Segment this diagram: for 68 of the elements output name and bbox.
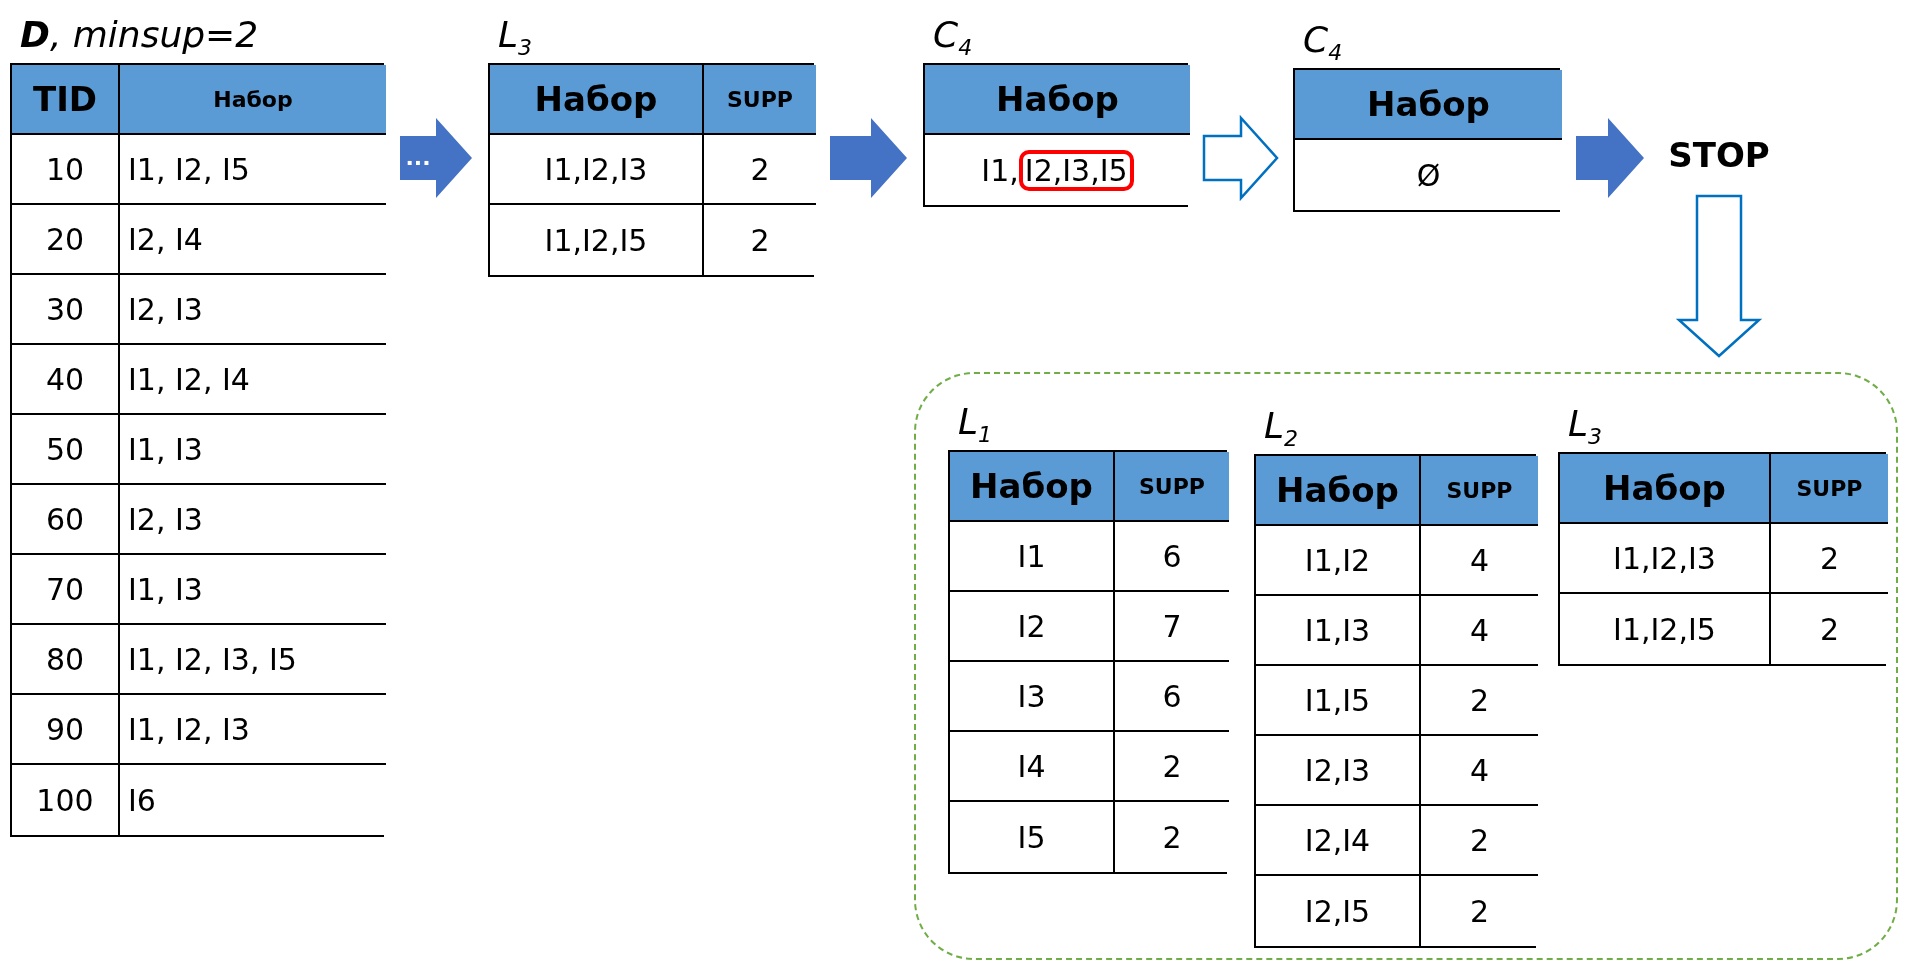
- block-arrow: [1675, 194, 1763, 358]
- table-cell: 6: [1115, 662, 1229, 732]
- table-cell: 80: [12, 625, 120, 695]
- header-cell: Набор: [490, 65, 704, 135]
- table-title: L$_{1}$: [957, 400, 994, 450]
- edge-label: ...: [405, 147, 431, 169]
- table-title: C$_{4}$: [932, 13, 974, 63]
- table-cell: I1: [950, 522, 1115, 592]
- header-cell: Набор: [1295, 70, 1562, 140]
- table-cell: 6: [1115, 522, 1229, 592]
- table-cell: I1,I2,I3: [1560, 524, 1771, 594]
- table-cell: 70: [12, 555, 120, 625]
- header-cell: SUPP: [1771, 454, 1888, 524]
- block-arrow: [1576, 118, 1644, 198]
- header-cell: TID: [12, 65, 120, 135]
- table-cell: 10: [12, 135, 120, 205]
- table-cell: 4: [1421, 526, 1538, 596]
- block-arrow: [1202, 114, 1279, 202]
- table-cell: 2: [704, 135, 816, 205]
- table-cell: I4: [950, 732, 1115, 802]
- table-cell: 20: [12, 205, 120, 275]
- table-cell: 4: [1421, 596, 1538, 666]
- table-cell: 30: [12, 275, 120, 345]
- header-cell: SUPP: [1115, 452, 1229, 522]
- table-cell: I1, I2, I4: [120, 345, 386, 415]
- table-cell: I1, I2, I5: [120, 135, 386, 205]
- table-cell: I1, I2, I3: [120, 695, 386, 765]
- table-cell: I3: [950, 662, 1115, 732]
- table-cell: I1,I2,I3: [490, 135, 704, 205]
- table-cell: I2, I4: [120, 205, 386, 275]
- table-cell: 2: [1115, 732, 1229, 802]
- header-cell: Набор: [1560, 454, 1771, 524]
- table-cell: I2,I4: [1256, 806, 1421, 876]
- table-title: L$_{3}$: [1567, 402, 1604, 452]
- table-cell: 60: [12, 485, 120, 555]
- table-cell: 7: [1115, 592, 1229, 662]
- header-cell: Набор: [925, 65, 1190, 135]
- table-cell: I1, I3: [120, 555, 386, 625]
- table-cell: I2, I3: [120, 275, 386, 345]
- table-cell: 4: [1421, 736, 1538, 806]
- highlight-frame: I2,I3,I5: [1018, 149, 1134, 191]
- table-title: L$_{3}$: [497, 13, 534, 63]
- table-title: C$_{4}$: [1302, 18, 1344, 68]
- table-cell: I1,I2: [1256, 526, 1421, 596]
- block-arrow: [400, 118, 472, 198]
- stop-label: STOP: [1668, 135, 1770, 175]
- table-title: L$_{2}$: [1263, 404, 1300, 454]
- header-cell: SUPP: [1421, 456, 1538, 526]
- table-cell: I1,I3: [1256, 596, 1421, 666]
- header-cell: Набор: [1256, 456, 1421, 526]
- table-cell: 50: [12, 415, 120, 485]
- table-cell: 2: [1421, 806, 1538, 876]
- header-cell: SUPP: [704, 65, 816, 135]
- header-cell: Набор: [120, 65, 386, 135]
- table-cell: I1,I5: [1256, 666, 1421, 736]
- block-arrow: [830, 118, 907, 198]
- table-cell: 2: [1771, 524, 1888, 594]
- table-cell: 2: [1421, 666, 1538, 736]
- table-cell: 90: [12, 695, 120, 765]
- table-title: D, minsup=2: [19, 13, 260, 57]
- table-cell: I1, I2, I3, I5: [120, 625, 386, 695]
- table-cell: I1, I3: [120, 415, 386, 485]
- table-cell: I2: [950, 592, 1115, 662]
- table-cell: I2,I3: [1256, 736, 1421, 806]
- table-cell: I2, I3: [120, 485, 386, 555]
- table-cell: 40: [12, 345, 120, 415]
- header-cell: Набор: [950, 452, 1115, 522]
- dashed-group-frame: [914, 372, 1898, 960]
